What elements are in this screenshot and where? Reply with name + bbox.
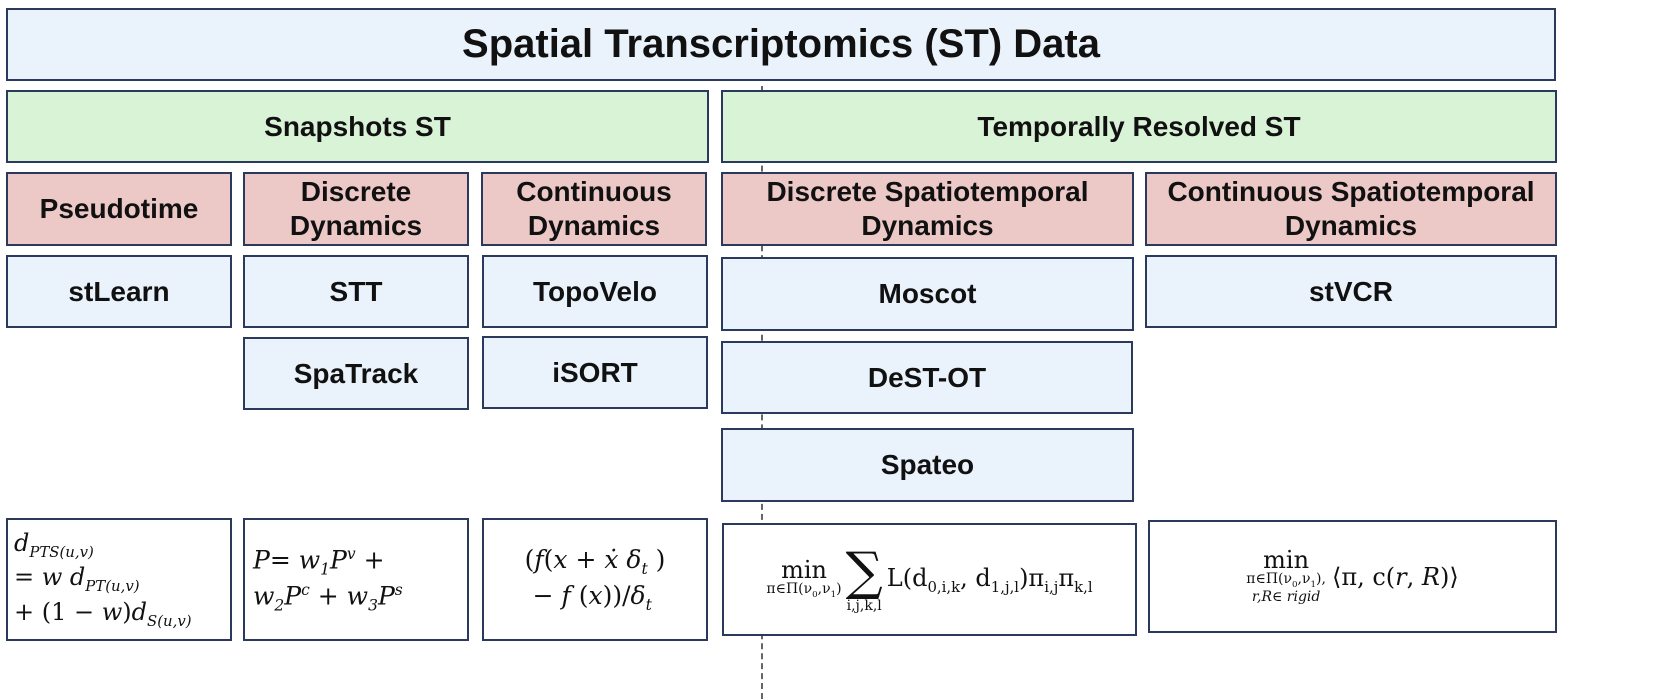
category-discrete-spatiotemporal: Discrete Spatiotemporal Dynamics (721, 172, 1134, 246)
tool-dest-ot: DeST-OT (721, 341, 1133, 414)
tool-isort: iSORT (482, 336, 708, 409)
tool-stlearn: stLearn (6, 255, 232, 328)
page-title: Spatial Transcriptomics (ST) Data (6, 8, 1556, 81)
category-pseudotime: Pseudotime (6, 172, 232, 246)
tool-topovelo: TopoVelo (482, 255, 708, 328)
category-discrete-dynamics: Discrete Dynamics (243, 172, 469, 246)
tool-stt: STT (243, 255, 469, 328)
group-snapshots-st: Snapshots ST (6, 90, 709, 163)
tool-stvcr: stVCR (1145, 255, 1557, 328)
category-continuous-dynamics: Continuous Dynamics (481, 172, 707, 246)
tool-spatrack: SpaTrack (243, 337, 469, 410)
tool-moscot: Moscot (721, 257, 1134, 331)
group-temporally-resolved-st: Temporally Resolved ST (721, 90, 1557, 163)
formula-pseudotime: dPTS(u,v) = w dPT(u,v) + (1 − w)dS(u,v) (6, 518, 232, 641)
formula-discrete-spatiotemporal: min π∈Π(ν0,ν1) ∑ i,j,k,l L(d0,i,k, d1,j,… (722, 523, 1137, 636)
tool-spateo: Spateo (721, 428, 1134, 502)
formula-discrete-dynamics: P= w1Pv + w2Pc + w3Ps (243, 518, 469, 641)
formula-continuous-dynamics: (f(x + ẋ δt ) − f (x))/δt (482, 518, 708, 641)
formula-continuous-spatiotemporal: min π∈Π(ν0,ν1), r,R∈ rigid ⟨π, c(r, R)⟩ (1148, 520, 1557, 633)
category-continuous-spatiotemporal: Continuous Spatiotemporal Dynamics (1145, 172, 1557, 246)
